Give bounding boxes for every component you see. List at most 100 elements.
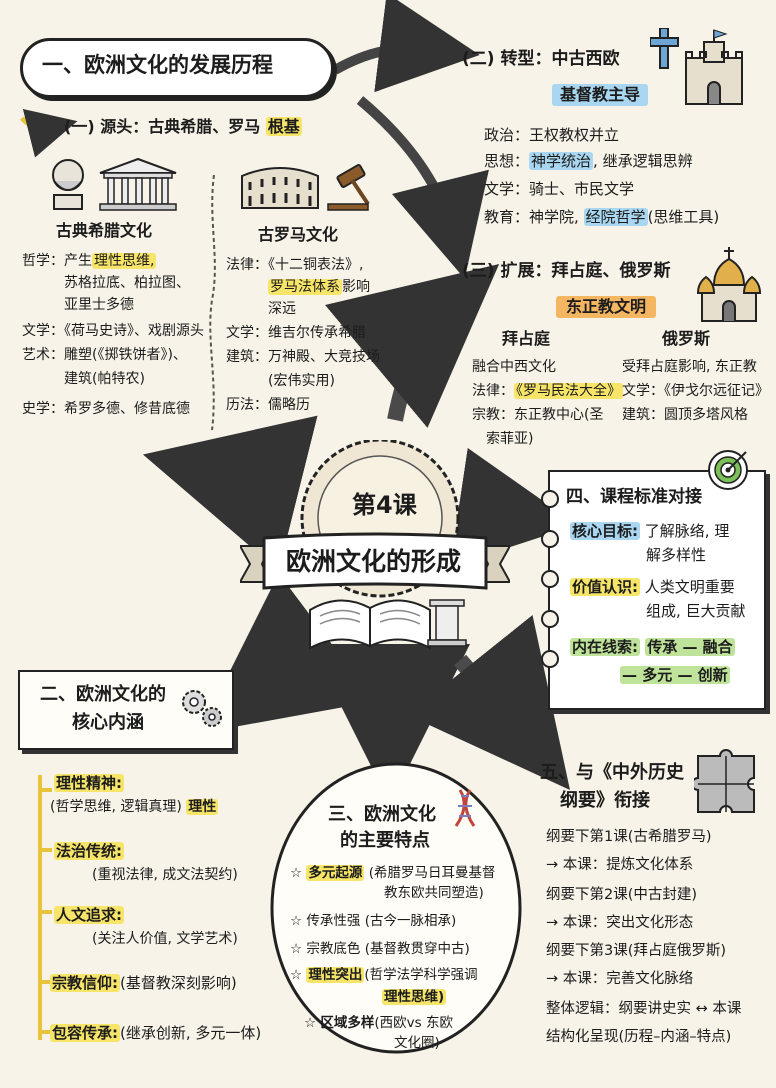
link-line-8: 结构化呈现(历程–内涵–特点) <box>546 1029 732 1045</box>
lesson-number: 第4课 <box>352 491 417 519</box>
main-title: 一、欧洲文化的发展历程 <box>42 53 273 77</box>
link-line-3: 纲要下第2课(中古封建) <box>546 887 698 903</box>
philosopher-bust-icon <box>52 159 84 210</box>
notebook-ring <box>541 650 559 668</box>
greek-philosophers-1: 苏格拉底、柏拉图、 <box>64 275 190 291</box>
sec4-clue: 内在线索: 传承 — 融合 <box>570 638 735 656</box>
core-item-reason: 理性精神: <box>54 774 124 792</box>
byzantine-religion-1: 宗教：东正教中心(圣 <box>472 407 604 423</box>
feature-regional-2: 文化圈) <box>394 1035 440 1051</box>
core-item-law: 法治传统: <box>54 842 124 860</box>
roman-architecture-1: 建筑：万神殿、大竞技场 <box>226 349 380 365</box>
core-item-reason-desc: (哲学思维, 逻辑真理) 理性 <box>50 799 219 815</box>
feature-origin: ☆ 多元起源 (希腊罗马日耳曼基督 <box>290 865 496 881</box>
main-title-cloud <box>20 38 334 98</box>
greek-art-2: 建筑(帕特农) <box>64 371 145 387</box>
link-line-1: 纲要下第1课(古希腊罗马) <box>546 829 712 845</box>
core-item-law-desc: (重视法律, 成文法契约) <box>92 867 238 883</box>
puzzle-icon <box>694 749 755 813</box>
star-icon: ☆ <box>290 865 303 881</box>
link-line-2: → 本课：提炼文化体系 <box>546 857 694 873</box>
sec3-badge: 东正教文明 <box>556 296 657 318</box>
roman-architecture-2: (宏伟实用) <box>268 373 335 389</box>
russia-title: 俄罗斯 <box>662 329 711 348</box>
dna-icon <box>454 789 476 827</box>
core-item-inclusive: 包容传承:(继承创新, 多元一体) <box>50 1024 262 1042</box>
sec4-core-goal-2: 解多样性 <box>646 546 707 564</box>
notebook-ring <box>541 490 559 508</box>
sec4-value-2: 组成, 巨大贡献 <box>646 602 746 620</box>
roman-law-1: 法律：《十二铜表法》, <box>226 257 364 273</box>
byzantine-law: 法律：《罗马民法大全》 <box>472 383 623 399</box>
colosseum-icon <box>241 167 319 209</box>
castle-icon <box>685 29 743 105</box>
feature-reason: ☆ 理性突出(哲学法学科学强调 <box>290 967 478 983</box>
greek-title: 古典希腊文化 <box>56 221 153 240</box>
feature-reason-2: 理性思维) <box>382 989 447 1005</box>
byzantine-line-1: 融合中西文化 <box>472 359 556 375</box>
byzantine-religion-2: 索菲亚) <box>486 431 534 447</box>
star-icon: ☆ <box>290 913 303 929</box>
sec2-politics: 政治：王权教权并立 <box>484 126 620 144</box>
feature-origin-2: 教东欧共同塑造) <box>384 885 484 901</box>
link-line-5: 纲要下第3课(拜占庭俄罗斯) <box>546 943 727 959</box>
notebook-ring <box>541 570 559 588</box>
core-item-religion: 宗教信仰:(基督教深刻影响) <box>50 974 237 992</box>
sec2-title: (二) 转型：中古西欧 <box>462 49 620 69</box>
link-line-6: → 本课：完善文化脉络 <box>546 971 694 987</box>
sec4-clue-2: — 多元 — 创新 <box>620 666 730 684</box>
roman-law-2: 罗马法体系影响 <box>268 279 370 295</box>
sec1-label: (一) 源头：古典希腊、罗马 根基 <box>64 117 302 136</box>
core-item-humanism-desc: (关注人价值, 文学艺术) <box>92 931 238 947</box>
target-icon <box>708 450 748 490</box>
link-title-2: 纲要》衔接 <box>560 790 650 811</box>
link-line-4: → 本课：突出文化形态 <box>546 915 694 931</box>
center-banner-text: 欧洲文化的形成 <box>286 547 462 576</box>
feature-regional: ☆ 区域多样(西欧vs 东欧 <box>304 1015 453 1031</box>
greek-philosophers-2: 亚里士多德 <box>64 297 134 313</box>
core-title-2: 核心内涵 <box>72 712 144 733</box>
open-book-icon <box>309 599 431 650</box>
sec3-title: (三) 扩展：拜占庭、俄罗斯 <box>462 261 671 281</box>
sec4-core-goal: 核心目标: 了解脉络, 理 <box>570 522 730 540</box>
roman-calendar: 历法：儒略历 <box>226 397 310 413</box>
gavel-icon <box>327 164 370 211</box>
notebook-ring <box>541 610 559 628</box>
roman-literature: 文学：维吉尔传承希腊 <box>226 325 366 341</box>
russia-architecture: 建筑：圆顶多塔风格 <box>622 407 748 423</box>
greek-history: 史学：希罗多德、修昔底德 <box>22 401 190 417</box>
sec2-thought: 思想：神学统治, 继承逻辑思辨 <box>484 152 693 170</box>
greek-icons <box>52 157 177 211</box>
features-title-1: 三、欧洲文化 <box>328 804 436 825</box>
notebook-ring <box>541 530 559 548</box>
feature-inheritance: ☆ 传承性强 (古今一脉相承) <box>290 913 457 929</box>
feature-religion: ☆ 宗教底色 (基督教贯穿中古) <box>290 941 470 957</box>
sec4-value: 价值认识: 人类文明重要 <box>570 578 735 596</box>
greek-literature: 文学：《荷马史诗》、戏剧源头 <box>22 323 204 339</box>
castle-cross-icon <box>650 28 743 105</box>
star-icon: ☆ <box>304 1015 317 1031</box>
cross-icon <box>650 28 679 69</box>
roman-icons <box>241 164 370 211</box>
roman-title: 古罗马文化 <box>258 225 339 244</box>
greek-philosophy: 哲学：产生理性思维, <box>22 253 157 269</box>
russia-literature: 文学：《伊戈尔远征记》 <box>622 383 769 399</box>
column-icon <box>427 599 467 647</box>
gears-icon <box>182 690 222 727</box>
core-item-humanism: 人文追求: <box>54 906 124 924</box>
roman-law-3: 深远 <box>268 301 296 317</box>
onion-dome-church-icon <box>696 247 762 322</box>
sec2-badge: 基督教主导 <box>552 84 649 106</box>
center-banner <box>240 532 510 590</box>
greek-temple-icon <box>99 157 177 211</box>
sec4-title: 四、课程标准对接 <box>566 487 702 507</box>
sec2-education: 教育：神学院, 经院哲学(思维工具) <box>484 208 720 226</box>
russia-line-1: 受拜占庭影响, 东正教 <box>622 359 757 375</box>
link-line-7: 整体逻辑：纲要讲史实 ↔ 本课 <box>546 1001 742 1017</box>
features-title-2: 的主要特点 <box>340 830 430 851</box>
link-title-1: 五、与《中外历史 <box>540 762 684 783</box>
core-title-1: 二、欧洲文化的 <box>40 684 166 705</box>
star-icon: ☆ <box>290 967 303 983</box>
sec2-literature: 文学：骑士、市民文学 <box>484 180 635 198</box>
